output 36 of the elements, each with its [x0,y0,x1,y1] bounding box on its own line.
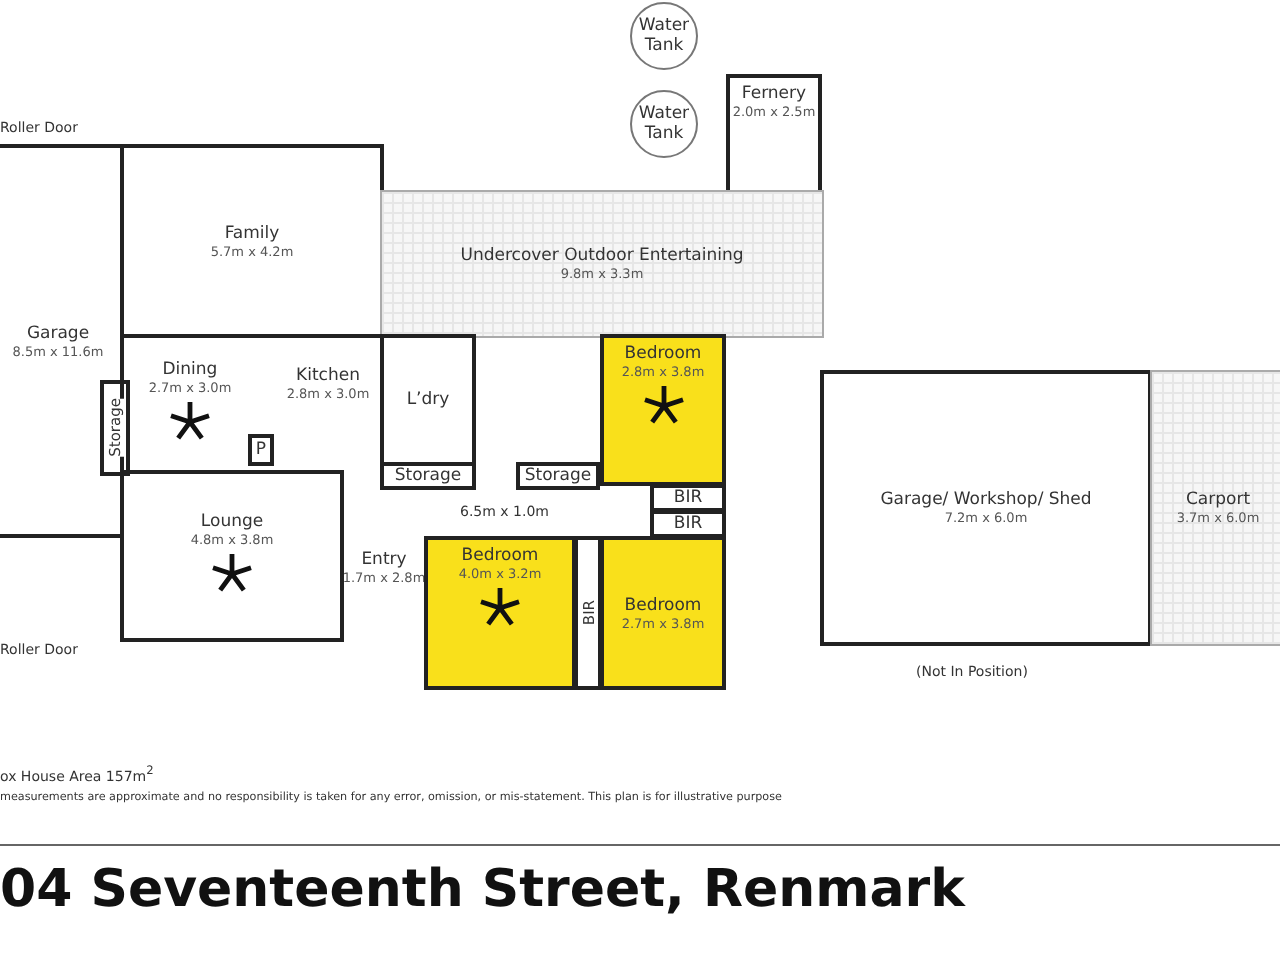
room-area [516,462,600,490]
room-area [650,484,726,512]
room-name: Garage/ Workshop/ Shed [880,490,1092,510]
room-name: Undercover Outdoor Entertaining [460,246,744,266]
room-name: BIR [673,514,703,534]
room-name: Water Tank [636,16,692,56]
room-name: Dining [162,360,218,380]
room-area [120,470,344,642]
room-area [380,334,476,466]
water-tank-circle [630,90,698,158]
bedroom-area [600,536,726,690]
room-name: Lounge [200,512,264,532]
room-name: Garage [26,323,90,343]
room-name: Water Tank [636,104,692,144]
room-name: Kitchen [296,366,360,386]
outdoor-area [1150,370,1280,646]
room-name: Fernery [741,84,807,104]
address-title: 04 Seventeenth Street, Renmark [0,860,965,920]
room-name: Bedroom [624,344,702,364]
room-name: Storage [524,466,592,486]
room-name: Family [224,223,280,243]
room-area [100,380,130,476]
room-name: Entry [361,550,407,570]
room-area [248,434,274,466]
bedroom-area [600,334,726,486]
water-tank-circle [630,2,698,70]
room-area [380,462,476,490]
room-name: Bedroom [624,595,702,615]
room-name: P [255,440,267,460]
room-name: L’dry [406,390,450,410]
room-name: Carport [1185,490,1251,510]
outdoor-area [380,190,824,338]
room-name: Bedroom [461,546,539,566]
room-name: BIR [673,488,703,508]
room-name: Storage [394,466,462,486]
bedroom-area [424,536,576,690]
